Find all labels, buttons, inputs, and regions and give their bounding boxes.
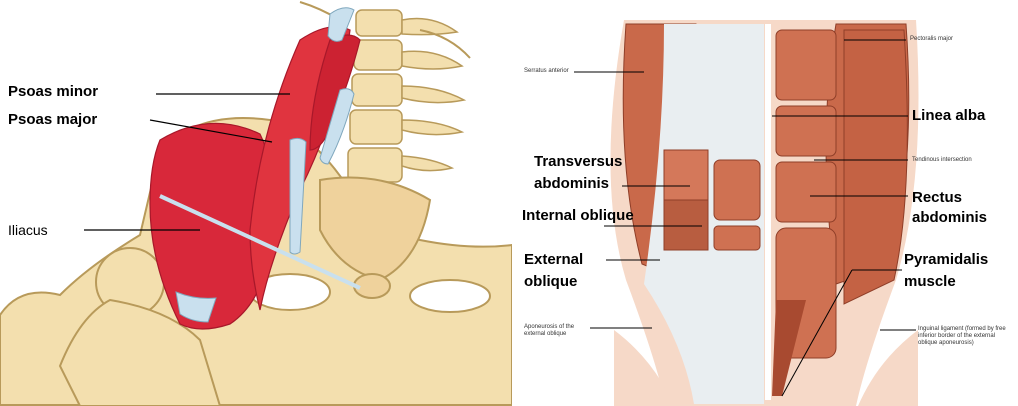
label-inguinal-ligament: Inguinal ligament (formed by free inferi… (918, 326, 1016, 347)
pelvis-muscle-drawing (0, 0, 512, 406)
abdominal-wall-illustration: Serratus anterior Pectoralis major Linea… (514, 0, 1018, 406)
label-tendinous-intersection: Tendinous intersection (912, 157, 1016, 164)
label-transversus-abdominis-2: abdominis (534, 174, 609, 194)
label-psoas-minor: Psoas minor (8, 82, 98, 102)
label-serratus-anterior: Serratus anterior (524, 68, 580, 75)
label-aponeurosis: Aponeurosis of the external oblique (524, 324, 588, 338)
label-pyramidalis-2: muscle (904, 272, 956, 292)
label-external-oblique-2: oblique (524, 272, 577, 292)
label-rectus-abdominis-1: Rectus (912, 188, 962, 208)
psoas-illustration: Psoas minor Psoas major Iliacus (0, 0, 512, 406)
label-internal-oblique: Internal oblique (522, 206, 634, 226)
label-pectoralis-major: Pectoralis major (910, 36, 1010, 43)
internal-oblique-block (664, 200, 708, 250)
label-linea-alba: Linea alba (912, 106, 985, 126)
label-external-oblique-1: External (524, 250, 583, 270)
label-iliacus: Iliacus (8, 221, 48, 239)
label-psoas-major: Psoas major (8, 110, 97, 130)
label-pyramidalis-1: Pyramidalis (904, 250, 988, 270)
label-rectus-abdominis-2: abdominis (912, 208, 987, 228)
label-transversus-abdominis-1: Transversus (534, 152, 622, 172)
